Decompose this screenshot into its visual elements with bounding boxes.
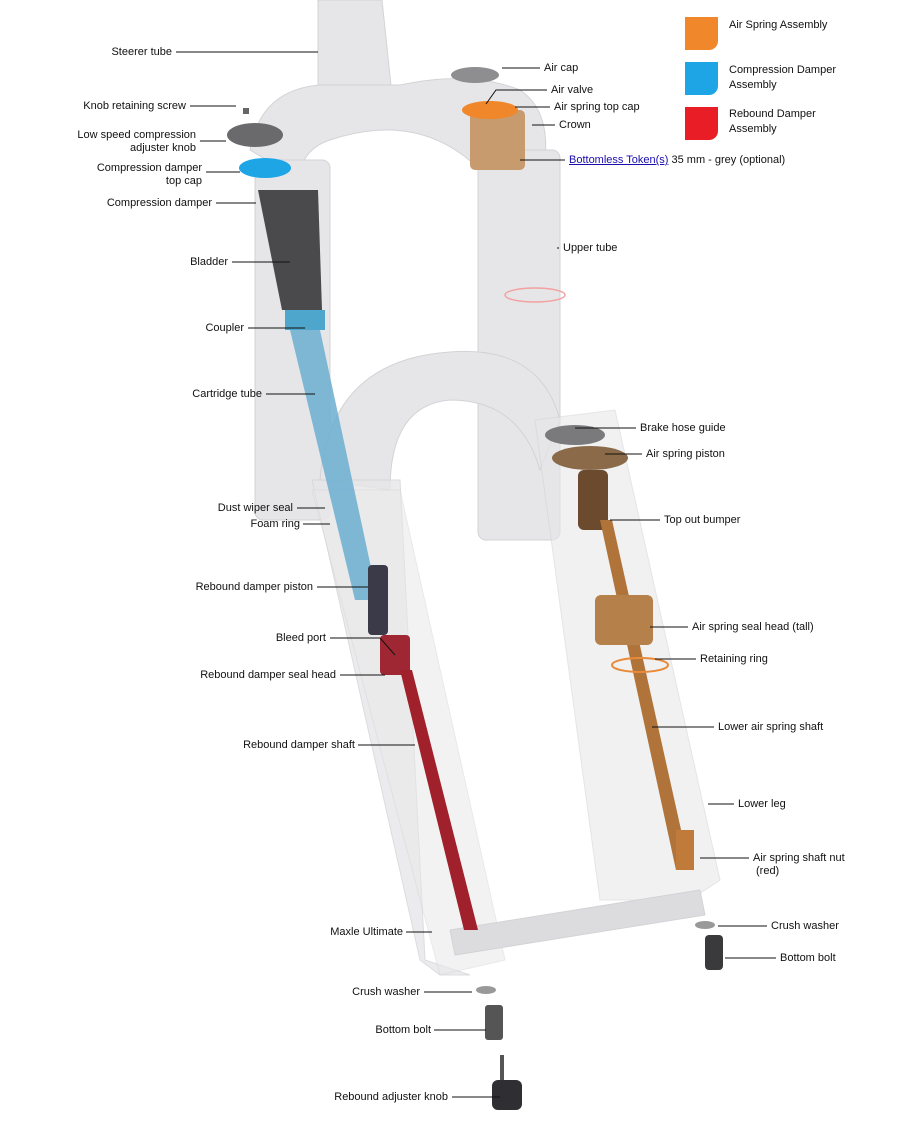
upper-tube-seal-ring [504, 287, 566, 303]
rd-piston-part [368, 565, 388, 635]
label-cartridge-tube: Cartridge tube [192, 388, 262, 400]
crush-washer-right-part [695, 921, 715, 929]
legend-swatch-air-spring [685, 17, 718, 50]
label-knob-retaining-screw: Knob retaining screw [83, 100, 186, 112]
knob-screw-part [243, 108, 249, 114]
label-dust-wiper-seal: Dust wiper seal [217, 502, 293, 514]
bottom-bolt-left-part [485, 1005, 503, 1040]
label-top-out-bumper: Top out bumper [664, 514, 741, 526]
label-retaining-ring: Retaining ring [700, 653, 768, 665]
bladder-part [258, 190, 322, 310]
comp-top-cap-part [239, 158, 291, 178]
coupler-part [285, 310, 325, 330]
nut-part [676, 830, 694, 870]
top-out-part [578, 470, 608, 530]
air-spring-top-cap-part [462, 101, 518, 119]
legend-swatch-compression [685, 62, 718, 95]
label-air-cap: Air cap [544, 62, 579, 74]
label-steerer-tube: Steerer tube [111, 46, 172, 58]
right-lower-leg [534, 409, 721, 901]
label-upper-tube: Upper tube [563, 242, 618, 254]
bottom-bolt-right-part [705, 935, 723, 970]
legend-label-air-spring: Air Spring Assembly [729, 19, 828, 31]
left-lower-leg [311, 479, 471, 976]
label-maxle-ultimate: Maxle Ultimate [330, 926, 403, 938]
label-air-valve: Air valve [551, 84, 594, 96]
label-compression-damper: Compression damper [106, 197, 212, 209]
air-cap-part [451, 67, 499, 83]
lsc-knob-part [227, 123, 283, 147]
label-foam-ring: Foam ring [250, 518, 300, 530]
as-piston-part [552, 446, 628, 470]
legend-swatch-rebound [685, 107, 718, 140]
label-rebound-damper-piston: Rebound damper piston [195, 581, 313, 593]
label-crown: Crown [559, 119, 591, 131]
steerer-tube [317, 0, 393, 96]
cartridge-part [290, 330, 378, 600]
label-air-spring-top-cap: Air spring top cap [554, 101, 640, 113]
leader-lines [176, 51, 776, 1098]
label-crush-washer-right: Crush washer [771, 920, 839, 932]
label-bottomless-token: Bottomless Token(s) 35 mm - grey (option… [569, 154, 786, 166]
label-air-spring-shaft-nut: Air spring shaft nut(red) [753, 852, 845, 877]
brake-guide-part [545, 425, 605, 445]
ret-ring-part [611, 657, 669, 673]
rd-shaft-part [400, 670, 478, 930]
label-bleed-port: Bleed port [275, 632, 326, 644]
label-crush-washer-left: Crush washer [352, 986, 420, 998]
crush-washer-left-part [476, 986, 496, 994]
label-rebound-damper-seal-head: Rebound damper seal head [200, 669, 336, 681]
bottomless-token-part [470, 110, 525, 170]
label-brake-hose-guide: Brake hose guide [640, 422, 726, 434]
label-lower-leg: Lower leg [738, 798, 786, 810]
label-air-spring-piston: Air spring piston [646, 448, 725, 460]
label-bottom-bolt-left: Bottom bolt [375, 1024, 431, 1036]
axle [449, 889, 706, 956]
label-rebound-damper-shaft: Rebound damper shaft [243, 739, 355, 751]
bottomless-token-link[interactable]: Bottomless Token(s) [569, 154, 669, 166]
seal-head-part [595, 595, 653, 645]
label-air-spring-seal-head: Air spring seal head (tall) [692, 621, 814, 633]
label-lower-air-spring-shaft: Lower air spring shaft [718, 721, 824, 733]
label-rebound-adjuster-knob: Rebound adjuster knob [334, 1091, 448, 1103]
rebound-knob-part [492, 1080, 522, 1110]
internals [227, 67, 723, 1110]
label-bladder: Bladder [190, 256, 228, 268]
label-coupler: Coupler [205, 322, 244, 334]
label-bottom-bolt-right: Bottom bolt [780, 952, 836, 964]
